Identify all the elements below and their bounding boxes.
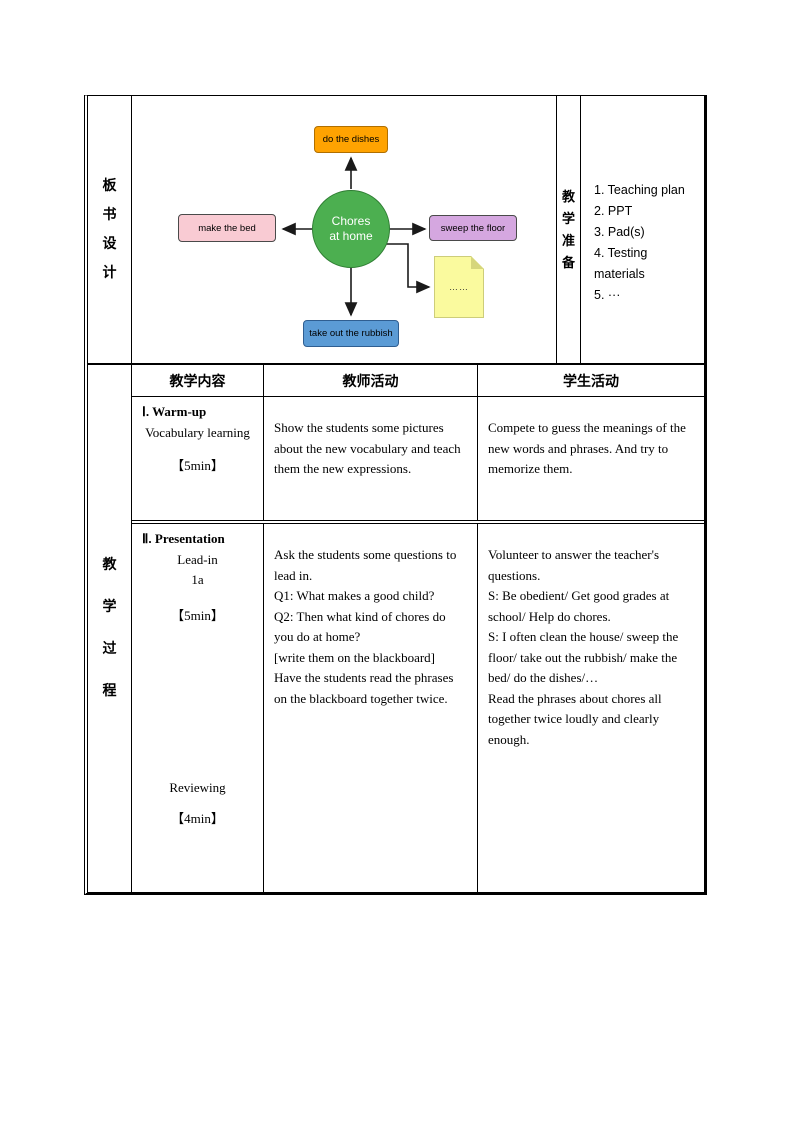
teaching-process-label: 教学过程 — [102, 557, 117, 699]
warmup-student-text: Compete to guess the meanings of the new… — [488, 420, 686, 476]
prep-item: 3. Pad(s) — [594, 225, 645, 239]
process-table-header: 教学内容 教师活动 学生活动 — [132, 365, 704, 397]
header-teacher-activity: 教师活动 — [264, 365, 478, 396]
warmup-subtitle: Vocabulary learning — [145, 424, 250, 440]
warmup-content-cell: Ⅰ. Warm-up Vocabulary learning 【5min】 — [132, 397, 264, 520]
student-answer-2: S: I often clean the house/ sweep the fl… — [488, 629, 679, 685]
diagram-node-make-the-bed: make the bed — [178, 214, 276, 242]
warmup-teacher-text: Show the students some pictures about th… — [274, 420, 461, 476]
teacher-question-2: Q2: Then what kind of chores do you do a… — [274, 608, 446, 645]
reviewing-student-text: Read the phrases about chores all togeth… — [488, 690, 662, 747]
teaching-process-row: 教学过程 教学内容 教师活动 学生活动 Ⅰ. Warm-up Vocabular… — [88, 365, 704, 892]
student-answer-1: S: Be obedient/ Get good grades at schoo… — [488, 588, 670, 624]
reviewing-time: 【4min】 — [171, 810, 224, 826]
diagram-node-do-the-dishes: do the dishes — [314, 126, 388, 153]
presentation-title: Ⅱ. Presentation — [142, 531, 225, 546]
diagram-node-take-out-the-rubbish: take out the rubbish — [303, 320, 399, 347]
header-student-activity: 学生活动 — [563, 374, 619, 390]
presentation-teacher-cell: Ask the students some questions to lead … — [264, 524, 478, 892]
warmup-student-cell: Compete to guess the meanings of the new… — [478, 397, 704, 520]
presentation-student-cell: Volunteer to answer the teacher's questi… — [478, 524, 704, 892]
board-design-label: 板书设计 — [102, 178, 117, 281]
board-design-label-cell: 板书设计 — [88, 96, 132, 363]
board-design-row: 板书设计 do the dishes make the bed — [88, 96, 704, 365]
diagram-node-sweep-the-floor: sweep the floor — [429, 215, 517, 241]
teaching-prep-label: 教学准备 — [561, 188, 575, 270]
board-diagram-cell: do the dishes make the bed sweep the flo… — [132, 96, 557, 363]
arrow-elbow-to-note — [384, 243, 431, 294]
teacher-paragraph: Ask the students some questions to lead … — [274, 547, 457, 583]
student-paragraph: Volunteer to answer the teacher's questi… — [488, 547, 660, 583]
process-table: 教学内容 教师活动 学生活动 Ⅰ. Warm-up Vocabulary lea… — [132, 365, 704, 892]
prep-item: 4. Testing materials — [594, 246, 648, 281]
document-table: 板书设计 do the dishes make the bed — [84, 95, 707, 895]
teacher-question-1: Q1: What makes a good child? — [274, 588, 435, 603]
teacher-blackboard-note: [write them on the blackboard] — [274, 649, 435, 665]
circle-text-line2: at home — [329, 229, 373, 243]
reviewing-teacher-text: Have the students read the phrases on th… — [274, 670, 454, 706]
warmup-teacher-cell: Show the students some pictures about th… — [264, 397, 478, 520]
table-row-presentation: Ⅱ. Presentation Lead-in 1a 【5min】 Review… — [132, 524, 704, 892]
warmup-time: 【5min】 — [171, 458, 224, 473]
reviewing-title: Reviewing — [169, 780, 226, 795]
diagram-center-chores-circle: Chores at home — [312, 190, 390, 268]
teaching-process-label-cell: 教学过程 — [88, 365, 132, 892]
teaching-prep-list: 1. Teaching plan 2. PPT 3. Pad(s) 4. Tes… — [581, 96, 704, 363]
circle-text-line1: Chores — [331, 214, 371, 228]
warmup-title: Ⅰ. Warm-up — [142, 404, 207, 419]
header-teaching-content: 教学内容 — [132, 365, 264, 396]
presentation-time: 【5min】 — [171, 607, 224, 623]
presentation-lead-in: Lead-in — [177, 551, 218, 567]
prep-item: 1. Teaching plan — [594, 183, 685, 197]
presentation-activity: 1a — [191, 572, 204, 587]
table-row-warmup: Ⅰ. Warm-up Vocabulary learning 【5min】 Sh… — [132, 397, 704, 524]
presentation-content-cell: Ⅱ. Presentation Lead-in 1a 【5min】 Review… — [132, 524, 264, 892]
prep-item: 5. ··· — [594, 288, 621, 302]
diagram-arrows — [281, 156, 431, 317]
prep-item: 2. PPT — [594, 204, 633, 218]
teaching-prep-label-cell: 教学准备 — [557, 96, 581, 363]
